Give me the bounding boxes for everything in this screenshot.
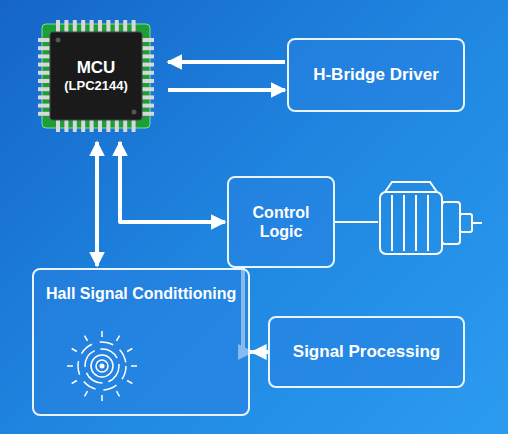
connector-arrow [95, 142, 99, 266]
connector-arrow [120, 142, 225, 222]
box-label: H-Bridge Driver [313, 65, 439, 85]
chip-name: MCU [77, 58, 116, 78]
motor-body [380, 192, 442, 254]
box-label: Hall Signal Condittioning [46, 284, 236, 303]
process-box: Control Logic [227, 176, 335, 268]
box-label: Control Logic [241, 203, 321, 241]
connector-arrow [252, 350, 268, 354]
connector-arrow [168, 88, 285, 92]
motor-symbol [333, 182, 482, 254]
connector-arrow [168, 60, 285, 64]
process-box: Signal Processing [268, 316, 465, 388]
process-box: H-Bridge Driver [287, 38, 465, 112]
process-box: Hall Signal Condittioning [32, 268, 250, 416]
mcu-chip: MCU(LPC2144) [38, 20, 154, 132]
motor-lead [333, 221, 378, 223]
hall-sensor-icon [62, 326, 142, 406]
box-label: Signal Processing [293, 342, 440, 362]
chip-part-number: (LPC2144) [64, 78, 128, 94]
motor-endcap [442, 202, 460, 244]
